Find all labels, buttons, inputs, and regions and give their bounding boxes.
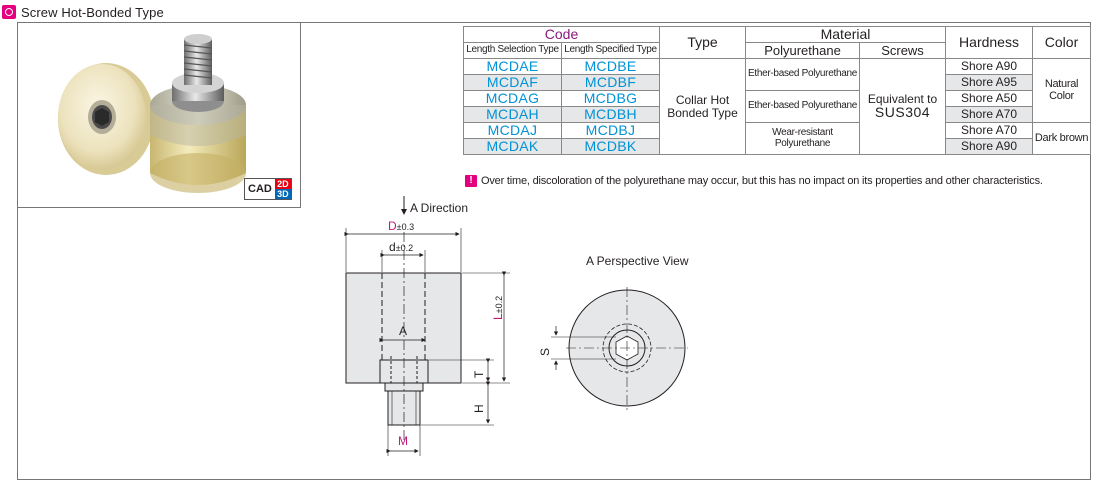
l-dim-label: L±0.2 — [491, 296, 505, 320]
code-specified[interactable]: MCDBE — [561, 58, 660, 75]
cad-2d: 2D — [274, 179, 291, 189]
code-selection[interactable]: MCDAG — [463, 90, 562, 107]
section-title: Screw Hot-Bonded Type — [21, 4, 164, 20]
screws-line2: SUS304 — [874, 104, 931, 121]
code-selection[interactable]: MCDAF — [463, 74, 562, 91]
product-image — [58, 34, 246, 193]
header-polyurethane: Polyurethane — [745, 42, 860, 59]
d-big-text: D — [388, 219, 397, 233]
t-dim-label: T — [472, 370, 486, 378]
content-frame — [17, 22, 1091, 480]
code-selection[interactable]: MCDAH — [463, 106, 562, 123]
table-row: MCDAJ MCDBJ Wear-resistant Polyurethane … — [463, 122, 1092, 155]
note-text: Over time, discoloration of the polyuret… — [481, 175, 1043, 187]
code-selection[interactable]: MCDAJ — [463, 122, 562, 139]
cad-badge[interactable]: CAD 2D 3D — [244, 178, 292, 200]
hardness-cell: Shore A70 — [945, 106, 1034, 123]
table-row: MCDAE MCDBE Collar Hot Bonded Type Ether… — [463, 58, 1092, 155]
perspective-title: A Perspective View — [586, 254, 689, 268]
header-color: Color — [1032, 26, 1092, 59]
product-photo: CAD 2D 3D — [17, 22, 301, 208]
a-dim-label: A — [399, 324, 408, 338]
code-selection[interactable]: MCDAE — [463, 58, 562, 75]
header-material: Material — [744, 26, 947, 43]
side-view — [344, 228, 510, 456]
l-text: L — [491, 313, 505, 320]
s-dim-label: S — [538, 347, 552, 356]
table-row: MCDAK MCDBK Shore A90 — [463, 138, 1091, 155]
cad-label: CAD — [248, 183, 272, 195]
perspective-view — [551, 287, 688, 410]
note: ! Over time, discoloration of the polyur… — [465, 175, 1043, 187]
l-tol: ±0.2 — [494, 295, 504, 314]
code-specified[interactable]: MCDBF — [561, 74, 660, 91]
table-row: MCDAH MCDBH Shore A70 — [463, 106, 1091, 123]
d-big-tol: ±0.3 — [396, 222, 415, 232]
section-header: Screw Hot-Bonded Type — [2, 3, 164, 21]
hardness-cell: Shore A90 — [945, 138, 1034, 155]
code-selection[interactable]: MCDAK — [463, 138, 562, 155]
table-row: MCDAF MCDBF Shore A95 — [463, 74, 1091, 91]
type-line2: Bonded Type — [667, 105, 738, 120]
a-direction-label: A Direction — [410, 201, 469, 215]
h-dim-label: H — [472, 404, 486, 413]
d-small-label: d±0.2 — [389, 240, 413, 254]
d-big-label: D±0.3 — [388, 219, 414, 233]
circle-icon — [2, 5, 16, 19]
spec-table: Code Type Material Hardness Color Length… — [463, 26, 1092, 155]
code-specified[interactable]: MCDBK — [561, 138, 660, 155]
warning-icon: ! — [465, 175, 477, 187]
header-hardness: Hardness — [945, 26, 1034, 59]
type-cell: Collar Hot Bonded Type — [659, 58, 746, 155]
d-small-text: d — [389, 240, 396, 254]
cad-3d: 3D — [274, 189, 291, 199]
d-small-tol: ±0.2 — [395, 243, 414, 253]
poly-wear: Wear-resistant Polyurethane — [745, 122, 860, 155]
color-brown: Dark brown — [1032, 122, 1092, 155]
poly-ether-2: Ether-based Polyurethane — [745, 90, 860, 123]
m-dim-label: M — [398, 434, 408, 448]
type-line1: Collar Hot — [675, 92, 730, 107]
screws-cell: Equivalent to SUS304 — [858, 58, 947, 155]
hardness-cell: Shore A95 — [945, 74, 1034, 91]
screws-line1: Equivalent to — [867, 91, 938, 106]
